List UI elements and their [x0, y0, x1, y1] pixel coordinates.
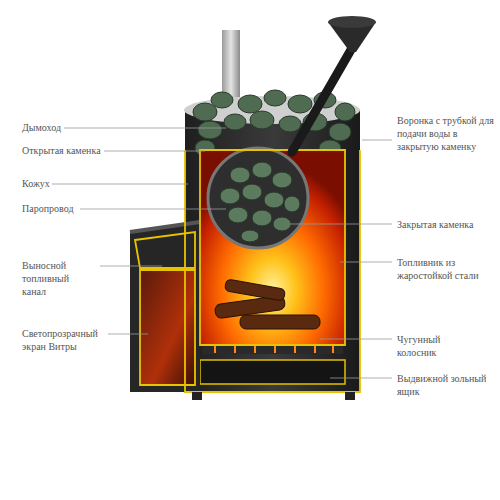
part-label: Закрытая каменка: [397, 218, 477, 231]
part-label: Кожух: [22, 177, 62, 190]
part-label: Выдвижной зольный ящик: [397, 372, 497, 398]
part-label: Дымоход: [22, 121, 62, 134]
part-label: Паропровод: [22, 202, 78, 215]
part-label: Выносной топливный канал: [22, 259, 80, 298]
part-label: Чугунный колосник: [397, 333, 477, 359]
part-label: Топливник из жаростойкой стали: [397, 256, 497, 282]
part-label: Светопрозрачный экран Витры: [22, 327, 106, 353]
part-label: Открытая каменка: [22, 144, 102, 157]
part-label: Воронка с трубкой для подачи воды в закр…: [397, 114, 497, 153]
